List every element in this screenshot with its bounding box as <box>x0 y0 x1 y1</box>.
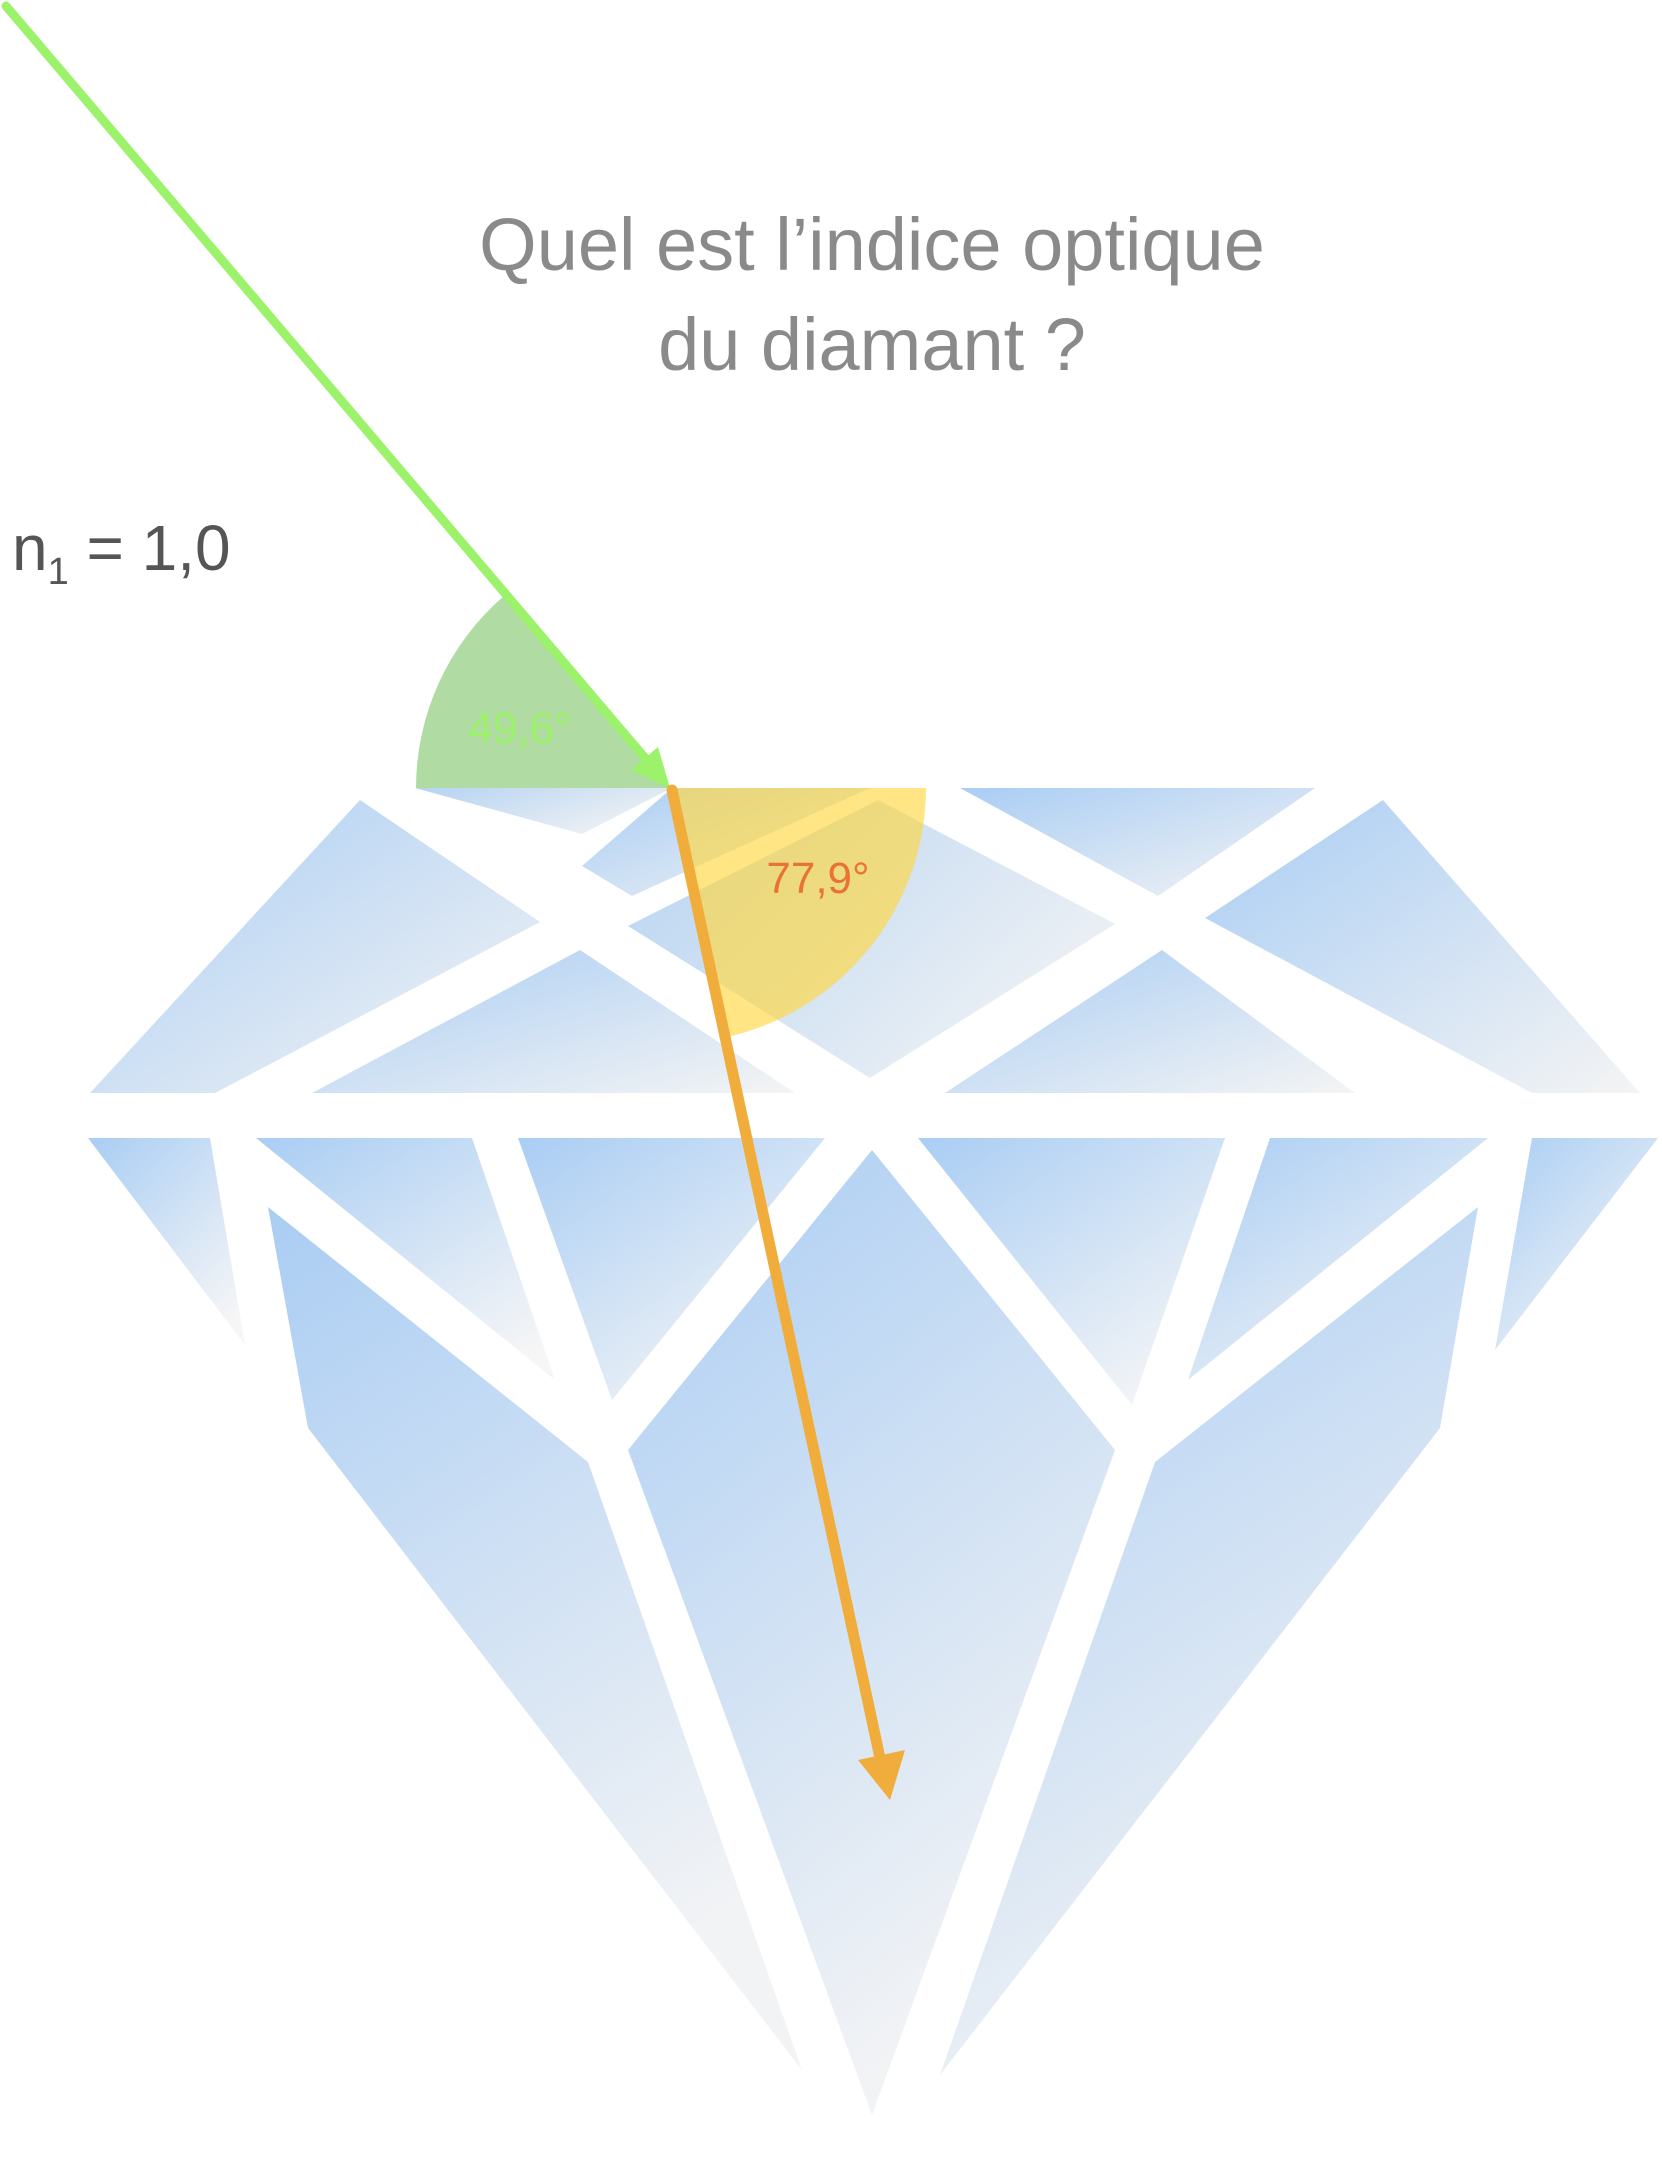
pavilion-facet <box>918 1138 1225 1405</box>
refracted-ray <box>666 784 905 1800</box>
incident-ray <box>1 1 670 788</box>
pavilion-facet <box>88 1138 245 1345</box>
pavilion-facet <box>628 1150 1115 2115</box>
pavilion-facet <box>518 1138 825 1400</box>
pavilion-facet <box>1495 1138 1658 1350</box>
pavilion-facet <box>256 1138 555 1380</box>
arrow-head-icon <box>631 747 670 788</box>
refraction-angle-arc <box>670 788 926 1038</box>
crown-facet <box>415 788 672 834</box>
question-line-2: du diamant ? <box>658 303 1086 386</box>
crown-facet <box>90 800 540 1093</box>
medium-subscript: 1 <box>48 551 69 593</box>
incidence-angle-label: 49,6° <box>468 704 571 753</box>
refracted-ray-line <box>666 784 886 1764</box>
medium-symbol: n <box>12 512 48 584</box>
pavilion-facet <box>940 1207 1478 2075</box>
pavilion-facet <box>1188 1138 1488 1380</box>
medium-value: = 1,0 <box>69 512 231 584</box>
arrow-head-icon <box>858 1750 905 1800</box>
refraction-angle-label: 77,9° <box>766 854 869 903</box>
crown-facet <box>1205 800 1640 1093</box>
medium-index-label: n1 = 1,0 <box>12 512 231 593</box>
crown-facet <box>960 788 1315 896</box>
pavilion-facet <box>268 1207 802 2070</box>
incident-ray-line <box>1 1 650 763</box>
incidence-angle-arc <box>416 595 670 788</box>
diamond-pavilion <box>88 1138 1658 2115</box>
crown-facet <box>312 950 795 1093</box>
question-line-1: Quel est l’indice optique <box>479 203 1265 286</box>
crown-facet <box>945 950 1355 1093</box>
